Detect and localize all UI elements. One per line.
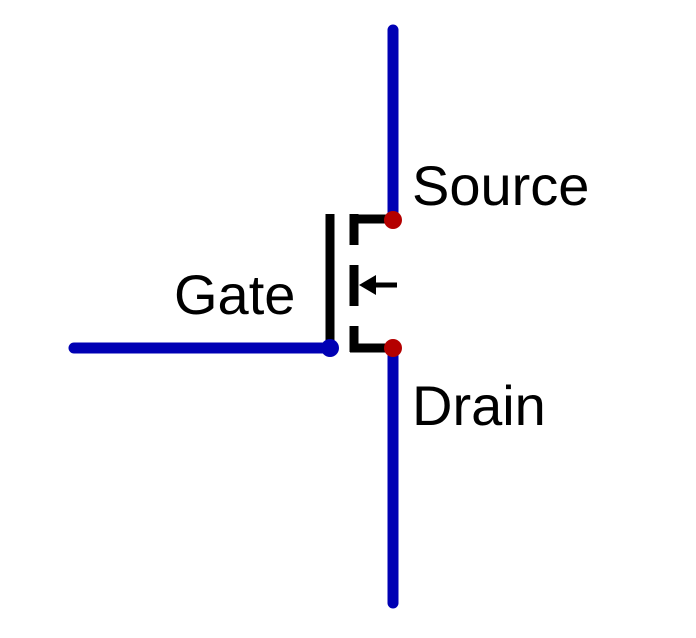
drain-label: Drain [412,374,546,437]
drain-terminal-node [384,339,402,357]
source-terminal-node [384,211,402,229]
gate-label: Gate [174,263,295,326]
source-label: Source [412,154,589,217]
gate-terminal-node [321,339,339,357]
body-arrow-head [359,275,376,295]
